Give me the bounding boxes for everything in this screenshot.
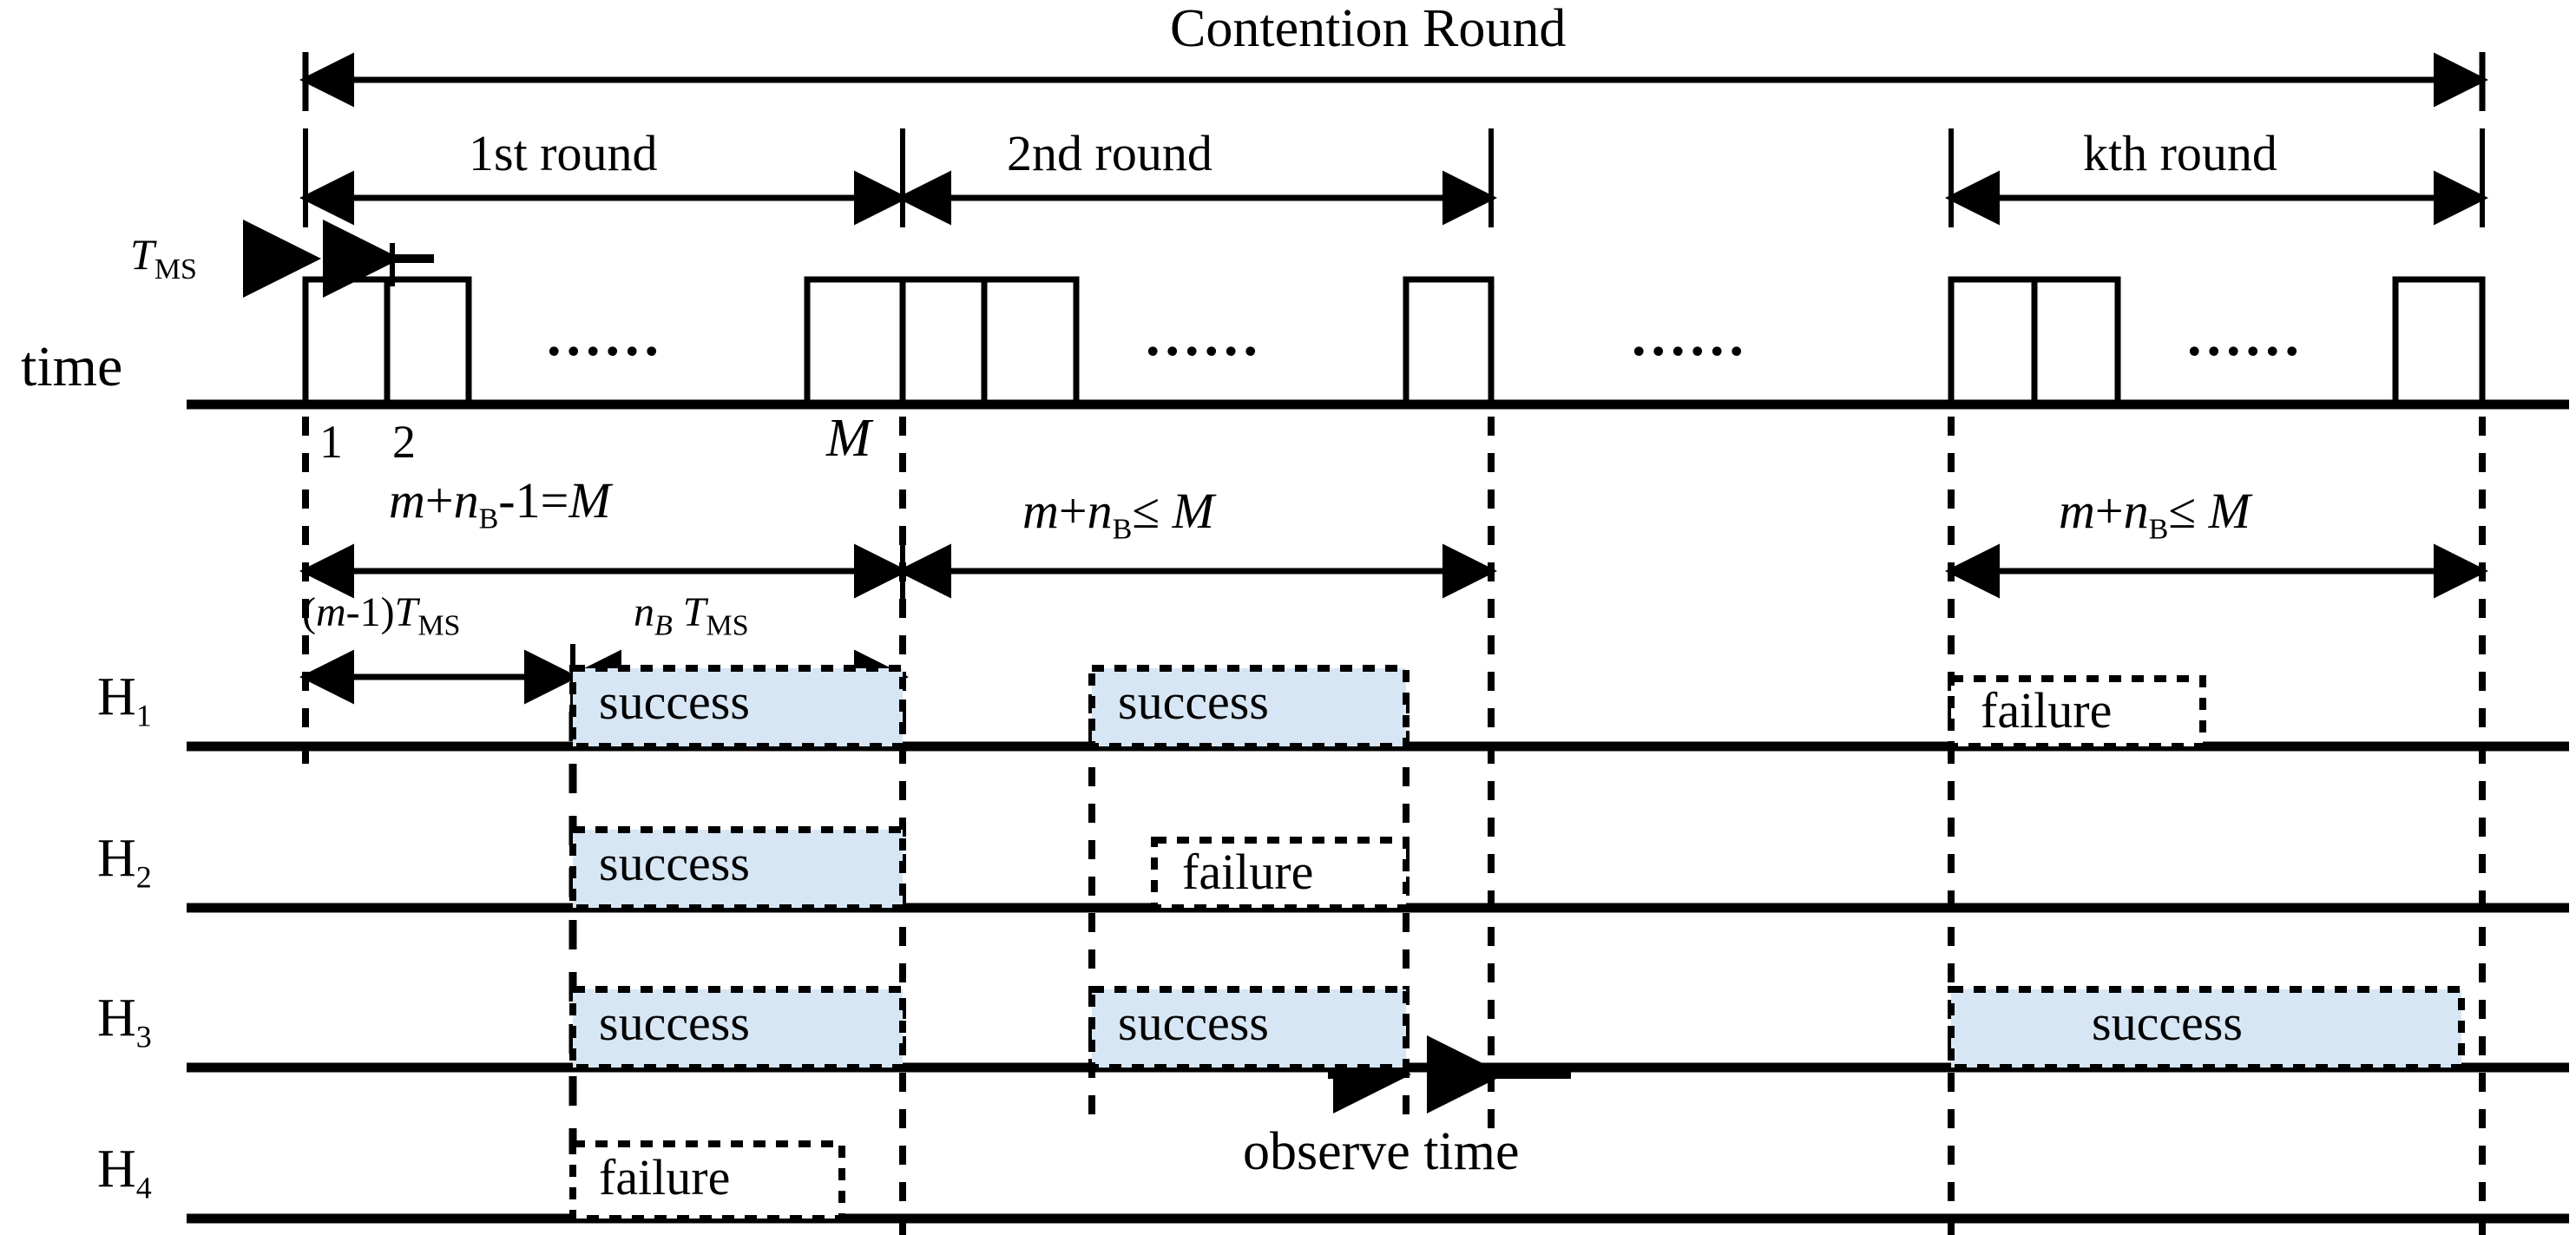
constraint-round-2: m+nB≤ M bbox=[1022, 486, 1214, 545]
constraint-2-rel: ≤ bbox=[1132, 483, 1160, 539]
host-H4-sub: 4 bbox=[135, 1170, 152, 1205]
tms-label: TMS bbox=[130, 233, 197, 285]
constraint-1-rel: -1= bbox=[498, 472, 569, 529]
mm1-tsub: MS bbox=[417, 609, 461, 642]
constraint-round-1: m+nB-1=M bbox=[389, 476, 611, 535]
host-H1-sub: 1 bbox=[135, 698, 152, 733]
constraint-k-m: m bbox=[2059, 483, 2095, 539]
event-label-H3-rk: success bbox=[2092, 995, 2243, 1051]
event-box-H1-r2 bbox=[1088, 665, 1410, 750]
host-H4-base: H bbox=[97, 1140, 136, 1199]
event-label-H3-r1: success bbox=[599, 995, 750, 1051]
constraint-1-nsub: B bbox=[478, 503, 499, 535]
host-H2-base: H bbox=[97, 829, 136, 888]
host-label-H3: H3 bbox=[97, 991, 152, 1052]
nb-tms-label: nB TMS bbox=[634, 592, 749, 641]
constraint-k-plus: + bbox=[2094, 483, 2124, 539]
mm1-prefix: ( bbox=[302, 589, 316, 635]
pulse-train bbox=[302, 276, 2486, 404]
constraint-k-rhs: M bbox=[2208, 483, 2251, 539]
constraint-1-rhs: M bbox=[568, 472, 611, 529]
constraint-2-n: n bbox=[1087, 483, 1113, 539]
event-box-H2-r1 bbox=[569, 826, 906, 911]
round-label-2: 2nd round bbox=[1007, 125, 1212, 181]
slot-number-M: M bbox=[826, 409, 871, 468]
ellipsis-gap: ...... bbox=[1632, 305, 1749, 368]
guide-lines bbox=[302, 417, 2486, 1235]
round-2-span bbox=[897, 128, 1497, 227]
time-axis-label: time bbox=[21, 335, 123, 398]
nbt-n: n bbox=[634, 589, 654, 635]
contention-round-span bbox=[299, 52, 2488, 111]
constraint-k-nsub: B bbox=[2148, 513, 2169, 546]
round-label-k: kth round bbox=[2083, 125, 2277, 181]
constraint-1-m: m bbox=[389, 472, 425, 529]
host-H3-base: H bbox=[97, 989, 136, 1048]
event-box-H1-r1 bbox=[569, 665, 906, 750]
constraint-k-rel: ≤ bbox=[2168, 483, 2197, 539]
event-label-H1-r1: success bbox=[599, 673, 750, 730]
nbt-tsub: MS bbox=[706, 609, 749, 642]
host-label-H4: H4 bbox=[97, 1142, 152, 1203]
host-label-H2: H2 bbox=[97, 831, 152, 892]
m-minus-1-tms-label: (m-1)TMS bbox=[302, 592, 460, 641]
page-title: Contention Round bbox=[1170, 0, 1567, 58]
ellipsis-round-2: ...... bbox=[1146, 305, 1263, 368]
event-label-H2-r1: success bbox=[599, 835, 750, 891]
event-label-H1-r2: success bbox=[1118, 673, 1269, 730]
round-k-span bbox=[1945, 128, 2488, 227]
tms-base: T bbox=[130, 230, 154, 279]
constraint-2-plus: + bbox=[1058, 483, 1088, 539]
nbt-nsub: B bbox=[654, 609, 673, 642]
slot-number-1: 1 bbox=[319, 416, 343, 468]
event-label-H4-r1: failure bbox=[599, 1149, 731, 1205]
event-box-H3-rk bbox=[1948, 986, 2465, 1071]
event-label-H1-rk: failure bbox=[1981, 682, 2113, 739]
constraint-k-n: n bbox=[2123, 483, 2149, 539]
constraint-2-m: m bbox=[1022, 483, 1059, 539]
constraint-2-nsub: B bbox=[1112, 513, 1133, 546]
constraint-1-plus: + bbox=[424, 472, 454, 529]
slot-number-2: 2 bbox=[392, 416, 416, 468]
host-H3-sub: 3 bbox=[135, 1019, 152, 1054]
host-label-H1: H1 bbox=[97, 670, 152, 731]
constraint-2-rhs: M bbox=[1172, 483, 1214, 539]
constraint-spans bbox=[299, 538, 2488, 608]
mm1-m: m bbox=[315, 589, 346, 635]
host-H2-sub: 2 bbox=[135, 859, 152, 895]
nbt-t: T bbox=[682, 589, 706, 635]
constraint-round-k: m+nB≤ M bbox=[2059, 486, 2251, 545]
event-box-H3-r1 bbox=[569, 986, 906, 1071]
event-label-H3-r2: success bbox=[1118, 995, 1269, 1051]
event-box-H3-r2 bbox=[1088, 986, 1410, 1071]
observe-time-label: observe time bbox=[1243, 1122, 1520, 1181]
host-H1-base: H bbox=[97, 667, 136, 726]
event-box-H2-r2 bbox=[1151, 837, 1410, 911]
mm1-t: T bbox=[394, 589, 418, 635]
tms-sub: MS bbox=[154, 253, 197, 286]
mm1-mid: -1) bbox=[345, 589, 395, 635]
event-box-H1-rk bbox=[1948, 675, 2206, 750]
round-label-1: 1st round bbox=[469, 125, 658, 181]
event-box-H4-r1 bbox=[569, 1140, 845, 1222]
constraint-1-n: n bbox=[453, 472, 479, 529]
event-label-H2-r2: failure bbox=[1182, 844, 1314, 900]
ellipsis-round-1: ...... bbox=[547, 305, 664, 368]
ellipsis-round-k: ...... bbox=[2187, 305, 2304, 368]
